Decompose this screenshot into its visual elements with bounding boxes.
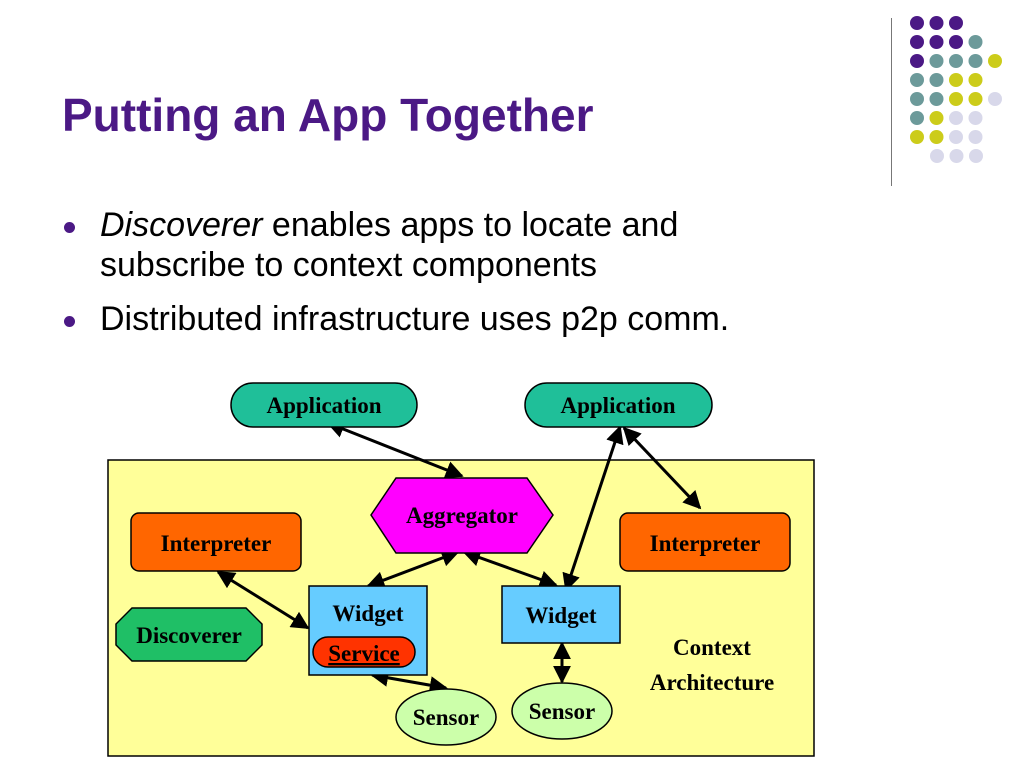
context-architecture-diagram: Context Architecture Application Applica… xyxy=(107,382,815,757)
bullet-text: Distributed infrastructure uses p2p comm… xyxy=(100,300,730,338)
decor-dot xyxy=(949,111,963,125)
region-label: Architecture xyxy=(650,670,774,695)
decor-dot xyxy=(930,149,944,163)
decor-dot xyxy=(910,111,924,125)
sensor-node-left: Sensor xyxy=(395,688,497,746)
bullet-item: Distributed infrastructure uses p2p comm… xyxy=(62,299,962,339)
decor-dot xyxy=(910,35,924,49)
sensor-node-right: Sensor xyxy=(511,682,613,740)
node-label: Widget xyxy=(525,603,596,628)
widget-node-right: Widget xyxy=(501,585,621,644)
arrow-interpreter-widget xyxy=(216,570,310,630)
decor-dot xyxy=(929,16,944,30)
decor-dot xyxy=(949,16,963,30)
slide-title: Putting an App Together xyxy=(62,89,594,141)
decor-dot xyxy=(968,73,983,87)
bullet-emphasis: Discoverer xyxy=(100,206,263,244)
decor-dot xyxy=(968,111,983,125)
arrow-application-interpreter xyxy=(622,426,702,510)
bullet-icon xyxy=(64,222,75,233)
decor-dot xyxy=(910,130,924,144)
decor-dot xyxy=(929,73,944,87)
bullet-text: enables apps to locate and xyxy=(262,206,679,244)
arrow-application-widget xyxy=(562,425,624,592)
service-label: Service xyxy=(328,641,400,666)
node-label: Discoverer xyxy=(136,623,242,648)
decor-dot xyxy=(968,92,983,106)
bullet-icon xyxy=(64,316,75,327)
dot-pattern-decoration xyxy=(910,16,1002,163)
decor-dot xyxy=(968,54,983,68)
decor-dot xyxy=(988,92,1002,106)
decor-dot xyxy=(929,111,944,125)
bullet-list: Discoverer enables apps to locate and su… xyxy=(62,205,962,353)
service-node xyxy=(312,636,416,668)
decor-dot xyxy=(949,92,963,106)
decor-dot xyxy=(988,54,1002,68)
bullet-item: Discoverer enables apps to locate and su… xyxy=(62,205,962,285)
application-node-right: Application xyxy=(524,382,713,428)
bullet-text-continued: subscribe to context components xyxy=(100,246,598,284)
interpreter-node-right: Interpreter xyxy=(619,512,791,572)
interpreter-node-left: Interpreter xyxy=(130,512,302,572)
region-label: Context xyxy=(673,635,751,660)
decor-dot xyxy=(949,130,963,144)
discoverer-node: Discoverer xyxy=(115,607,263,662)
title-divider xyxy=(891,18,892,186)
decor-dot xyxy=(949,73,963,87)
decor-dot xyxy=(910,16,924,30)
decor-dot xyxy=(968,130,983,144)
decor-dot xyxy=(910,54,924,68)
decor-dot xyxy=(910,73,924,87)
node-label: Application xyxy=(560,393,675,418)
decor-dot xyxy=(929,92,944,106)
decor-dot xyxy=(929,54,944,68)
decor-dot xyxy=(910,92,924,106)
aggregator-node: Aggregator xyxy=(370,477,554,554)
node-label: Sensor xyxy=(413,705,479,730)
node-label: Interpreter xyxy=(161,531,272,556)
decor-dot xyxy=(949,54,963,68)
decor-dot xyxy=(968,35,983,49)
node-label: Aggregator xyxy=(406,503,518,528)
node-label: Application xyxy=(266,393,381,418)
application-node-left: Application xyxy=(230,382,418,428)
widget-node-left: Widget Service xyxy=(308,585,428,676)
decor-dot xyxy=(929,35,944,49)
arrow-service-sensor xyxy=(370,668,448,695)
decor-dot xyxy=(929,130,944,144)
arrow-aggregator-widget-right xyxy=(462,548,558,589)
arrow-application-aggregator xyxy=(326,420,464,479)
decor-dot xyxy=(949,149,964,163)
decor-dot xyxy=(949,35,963,49)
decor-dot xyxy=(969,149,983,163)
node-label: Widget xyxy=(332,601,403,626)
node-label: Interpreter xyxy=(650,531,761,556)
node-label: Sensor xyxy=(529,699,595,724)
arrow-aggregator-widget-left xyxy=(366,549,460,589)
